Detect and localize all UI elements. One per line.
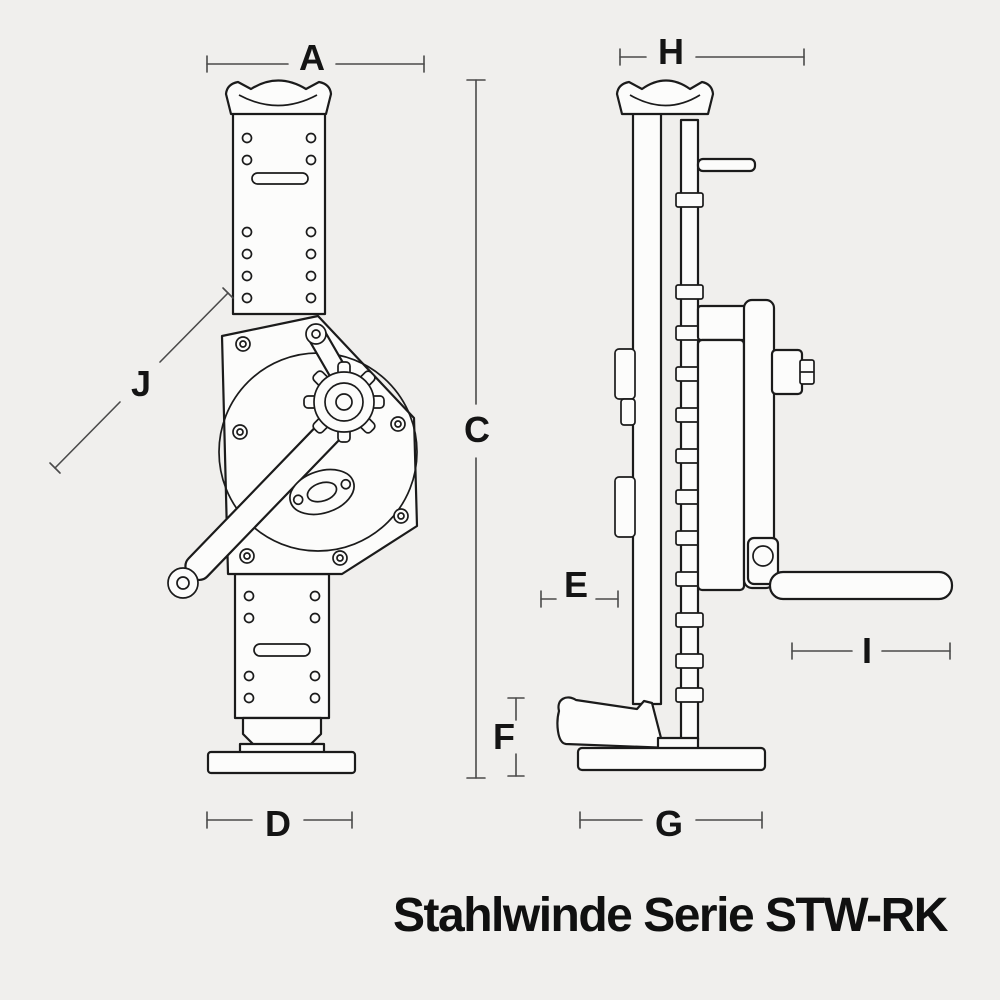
side-gearbox [696,298,815,592]
dim-c: C [464,79,490,779]
dim-label-j: J [131,363,151,404]
dim-label-d: D [265,803,291,844]
front-lower-rack-holes [243,590,321,704]
front-view [167,79,419,775]
dim-label-g: G [655,803,683,844]
side-rack-nuts [675,192,704,703]
dim-i: I [791,630,951,671]
side-claw-foot [556,696,698,751]
side-top-pin [696,157,757,173]
front-upper-rack-holes [241,132,317,304]
side-saddle [615,79,715,116]
dim-label-a: A [299,37,325,78]
dim-f: F [493,697,525,777]
dim-label-c: C [464,409,490,450]
front-base-plate [206,750,357,775]
dim-label-h: H [658,31,684,72]
dim-a: A [206,37,425,78]
dim-e: E [540,564,619,608]
side-handle-bar [768,570,954,601]
crank-handle-boss [167,567,199,599]
side-column [631,110,663,706]
drawing-title: Stahlwinde Serie STW-RK [393,889,949,942]
side-crank-handle [746,536,954,601]
front-lower-rack [233,572,331,720]
dim-label-i: I [862,630,872,671]
crank-arm [167,397,363,599]
front-housing-bolts [232,336,409,566]
front-oval-flange [289,468,355,516]
dim-h: H [619,31,805,72]
front-saddle [224,79,333,116]
side-rack-bar [679,118,700,742]
gear-wheel-icon [303,361,385,443]
dim-label-e: E [564,564,588,605]
front-foot [241,716,323,749]
side-base-plate [576,746,767,772]
side-view [556,79,954,772]
dim-g: G [579,803,763,844]
dimensions: A H C J D [49,31,951,844]
dim-j: J [49,287,234,474]
dim-d: D [206,803,353,844]
side-pawl-tabs [614,348,636,538]
dim-label-f: F [493,716,515,757]
